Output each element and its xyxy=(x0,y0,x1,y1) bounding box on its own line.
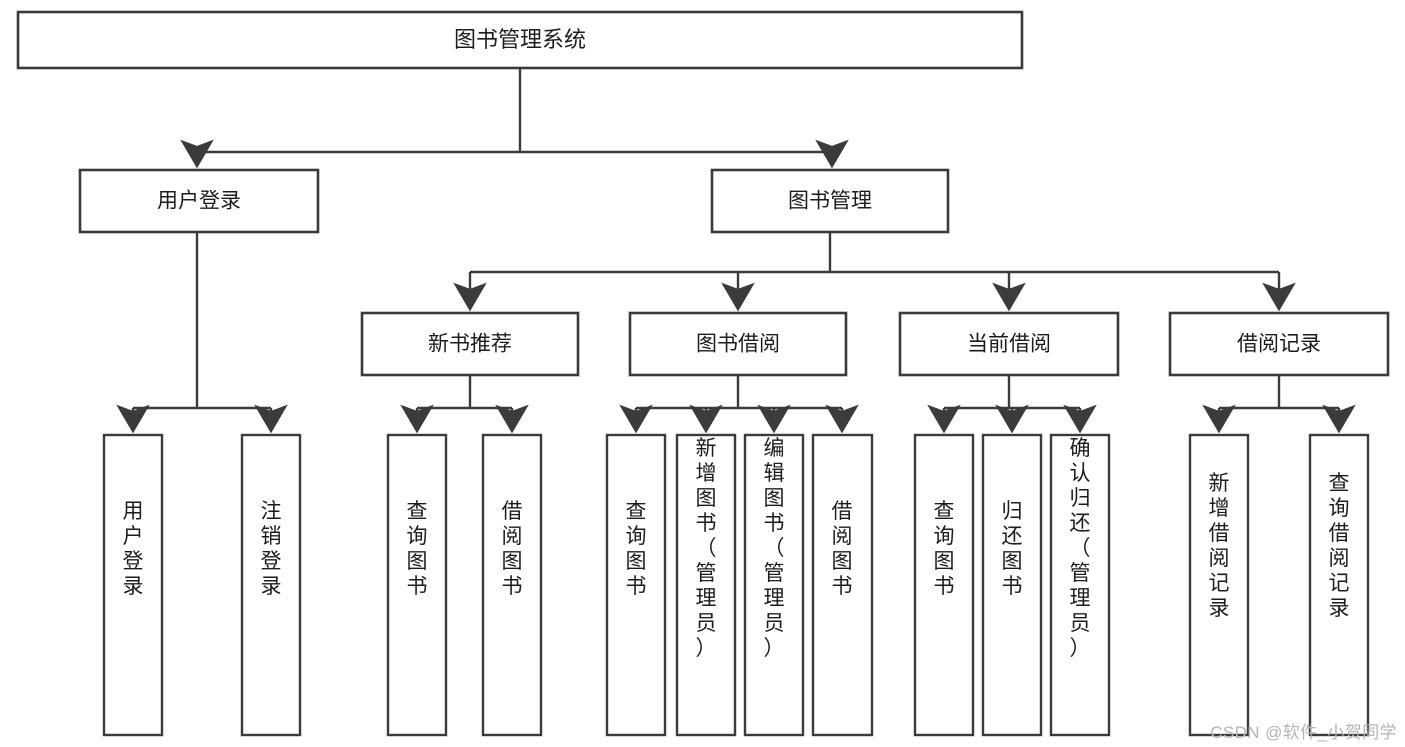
edge-book-manage-bus xyxy=(470,232,1279,274)
leaf-borrow-book-1[interactable]: 借阅图书 xyxy=(481,433,543,737)
leaf-return-book-label: 归还图书 xyxy=(1002,500,1023,598)
node-root-box xyxy=(16,10,1024,70)
leaf-query-book-3-box xyxy=(913,433,975,737)
leaf-query-book-2[interactable]: 查询图书 xyxy=(605,433,667,737)
leaf-edit-book-admin-label: 编辑图书（管理员） xyxy=(764,437,785,660)
node-current-borrow-label: 当前借阅 xyxy=(967,333,1051,356)
leaf-logout-label: 注销登录 xyxy=(261,500,282,598)
leaf-return-book[interactable]: 归还图书 xyxy=(981,433,1043,737)
leaf-borrow-book-1-label: 借阅图书 xyxy=(502,500,523,598)
leaf-add-book-admin[interactable]: 新增图书（管理员） xyxy=(675,433,737,737)
edge-records-bus xyxy=(1219,375,1339,410)
leaf-logout[interactable]: 注销登录 xyxy=(240,433,302,737)
edge-user-login-bus xyxy=(133,232,271,410)
leaf-add-borrow-record-box xyxy=(1188,433,1250,737)
node-book-management[interactable]: 图书管理 xyxy=(710,168,950,234)
leaf-query-book-1-label: 查询图书 xyxy=(407,500,428,598)
leaf-return-book-box xyxy=(981,433,1043,737)
leaf-confirm-return-admin-label: 确认归还（管理员） xyxy=(1070,437,1091,660)
leaf-add-borrow-record-label: 新增借阅记录 xyxy=(1209,472,1230,620)
node-new-book-recommend-box xyxy=(360,311,580,377)
node-user-login-box xyxy=(78,168,320,234)
leaf-edit-book-admin-box xyxy=(743,433,805,737)
node-new-book-recommend-label: 新书推荐 xyxy=(428,333,512,356)
node-book-borrow-label: 图书借阅 xyxy=(696,333,780,356)
node-borrow-records[interactable]: 借阅记录 xyxy=(1168,311,1390,377)
leaf-query-book-3-label: 查询图书 xyxy=(934,500,955,598)
leaf-user-login-box xyxy=(102,433,164,737)
node-user-login[interactable]: 用户登录 xyxy=(78,168,320,234)
leaf-add-book-admin-box xyxy=(675,433,737,737)
leaf-query-borrow-record-label: 查询借阅记录 xyxy=(1329,472,1350,620)
node-borrow-records-box xyxy=(1168,311,1390,377)
leaf-add-book-admin-label: 新增图书（管理员） xyxy=(696,437,717,660)
leaf-borrow-book-2-label: 借阅图书 xyxy=(832,500,853,598)
node-root[interactable]: 图书管理系统 xyxy=(16,10,1024,70)
edges-layer xyxy=(116,68,1356,434)
leaf-user-login[interactable]: 用户登录 xyxy=(102,433,164,737)
node-book-borrow-box xyxy=(628,311,848,377)
node-borrow-records-label: 借阅记录 xyxy=(1237,333,1321,356)
node-book-management-label: 图书管理 xyxy=(788,190,872,213)
leaf-edit-book-admin[interactable]: 编辑图书（管理员） xyxy=(743,433,805,737)
leaf-query-book-1[interactable]: 查询图书 xyxy=(386,433,448,737)
leaf-logout-box xyxy=(240,433,302,737)
node-book-borrow[interactable]: 图书借阅 xyxy=(628,311,848,377)
leaf-query-book-2-box xyxy=(605,433,667,737)
node-new-book-recommend[interactable]: 新书推荐 xyxy=(360,311,580,377)
node-current-borrow[interactable]: 当前借阅 xyxy=(898,311,1120,377)
edge-new-books-bus xyxy=(417,375,512,410)
edge-root-bus xyxy=(197,68,832,154)
leaf-query-borrow-record[interactable]: 查询借阅记录 xyxy=(1308,433,1370,737)
node-book-management-box xyxy=(710,168,950,234)
node-user-login-label: 用户登录 xyxy=(157,190,241,213)
leaf-borrow-book-2-box xyxy=(811,433,874,737)
leaf-confirm-return-admin[interactable]: 确认归还（管理员） xyxy=(1049,433,1111,737)
node-root-label: 图书管理系统 xyxy=(454,27,586,52)
leaf-query-book-3[interactable]: 查询图书 xyxy=(913,433,975,737)
leaf-confirm-return-admin-box xyxy=(1049,433,1111,737)
leaf-borrow-book-2[interactable]: 借阅图书 xyxy=(811,433,874,737)
leaf-user-login-label: 用户登录 xyxy=(123,500,144,598)
edge-current-bus xyxy=(944,375,1080,410)
leaf-query-book-1-box xyxy=(386,433,448,737)
node-current-borrow-box xyxy=(898,311,1120,377)
leaf-query-book-2-label: 查询图书 xyxy=(626,500,647,598)
edge-borrow-bus xyxy=(636,375,842,410)
leaf-add-borrow-record[interactable]: 新增借阅记录 xyxy=(1188,433,1250,737)
leaf-borrow-book-1-box xyxy=(481,433,543,737)
leaf-query-borrow-record-box xyxy=(1308,433,1370,737)
